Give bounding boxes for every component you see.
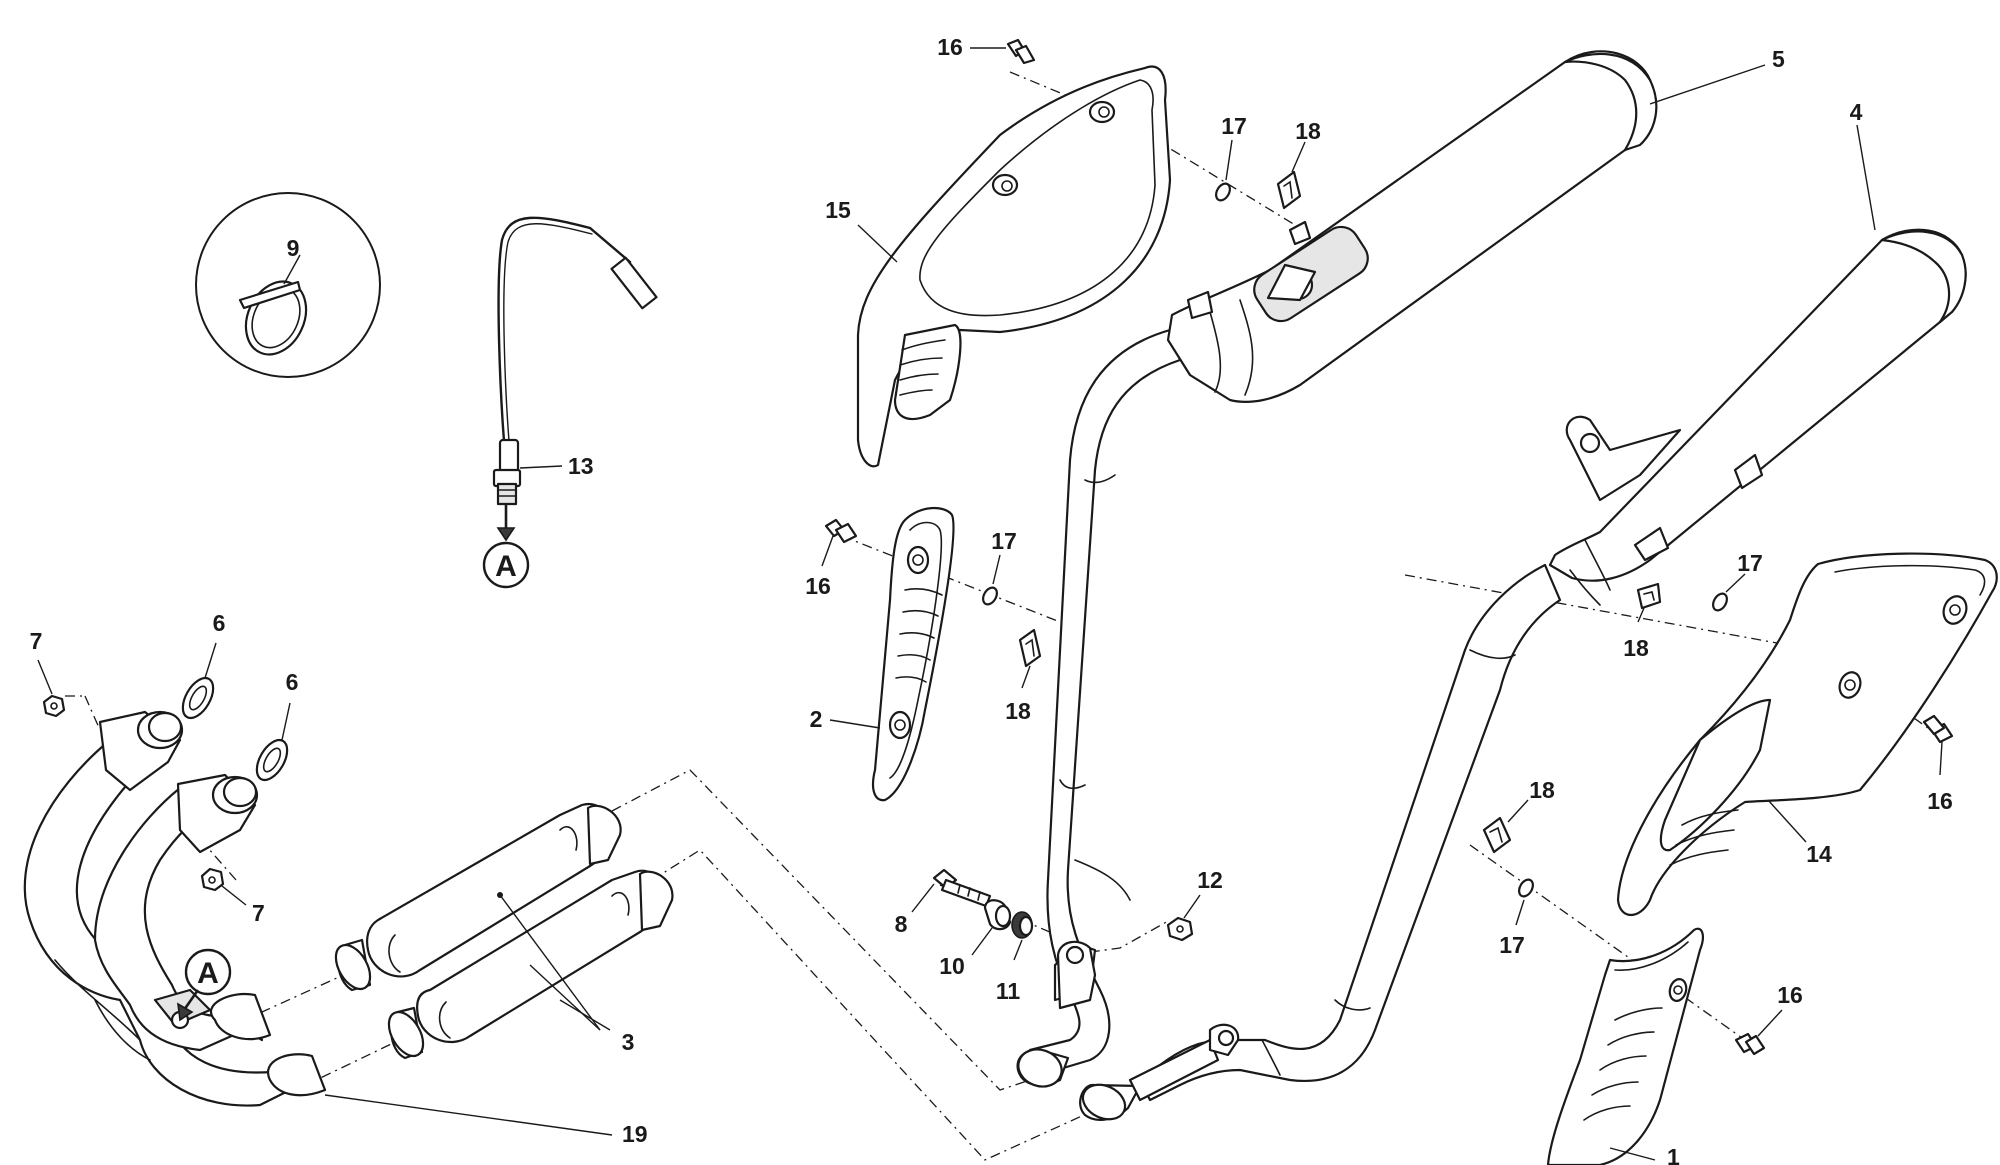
callout-16-c: 16 [1927,788,1953,814]
callout-15: 15 [825,197,851,223]
link-pipe-5 [1028,328,1182,1077]
callout-18-b: 18 [1005,698,1031,724]
callout-6-b: 6 [286,669,299,695]
silencer-4: 4 [1079,99,1967,1121]
mounting-hardware: 8 10 11 12 [895,867,1223,1010]
nut-12 [1166,916,1194,942]
washers: 17 17 17 17 [982,113,1763,958]
gasket-2 [255,738,289,782]
callout-19: 19 [622,1121,648,1147]
callout-6-a: 6 [213,610,226,636]
clips: 18 18 18 18 [1005,118,1662,854]
callout-8: 8 [895,911,908,937]
callout-2: 2 [810,706,823,732]
callout-7-b: 7 [252,900,265,926]
callout-18-d: 18 [1529,777,1555,803]
header-pipe-front [93,786,264,1052]
heat-shield-upper: 15 [825,65,1172,468]
callout-14: 14 [1806,841,1832,867]
reference-label-sensor: A [495,550,517,583]
callout-7-a: 7 [30,628,43,654]
callout-9: 9 [287,235,300,261]
callout-16-a: 16 [937,34,963,60]
nut-1 [42,694,66,718]
callout-11: 11 [996,978,1021,1004]
callout-17-a: 17 [1221,113,1247,139]
lambda-sensor: 13 A [482,216,658,589]
callout-4: 4 [1850,99,1863,125]
callout-16-b: 16 [805,573,831,599]
heat-shield-15 [856,65,1172,468]
header-pipes: 19 A [23,710,648,1147]
clamp-detail: 9 [195,192,381,378]
heat-shield-bottom: 1 [1546,927,1704,1165]
callout-3: 3 [622,1029,635,1055]
callout-18-a: 18 [1295,118,1321,144]
callout-17-d: 17 [1499,932,1525,958]
callout-12: 12 [1197,867,1223,893]
reference-marker-header [184,948,232,996]
nut-2 [200,867,225,892]
clamp-tab [238,280,302,310]
reference-marker-sensor [482,541,530,589]
gasket-1 [181,676,215,720]
heat-shield-14 [1616,552,1998,917]
callout-17-b: 17 [991,528,1017,554]
callout-16-d: 16 [1777,982,1803,1008]
silencer-body-5 [1166,50,1655,403]
callout-13: 13 [568,453,594,479]
heat-shield-middle: 2 [810,507,955,802]
callout-1: 1 [1667,1144,1680,1165]
heat-shield-right: 14 [1616,552,1998,917]
callout-18-c: 18 [1623,635,1649,661]
gaskets-and-nuts: 6 6 7 7 [30,610,299,926]
silencer-body-4 [1548,228,1967,582]
bolts: 16 16 16 16 [805,34,1954,1056]
reference-label-header: A [197,957,219,990]
catalyst-pipes: 3 [334,802,674,1060]
callout-10: 10 [939,953,965,979]
callout-5: 5 [1772,46,1785,72]
callout-17-c: 17 [1737,550,1763,576]
sensor-connector [610,256,658,310]
heat-shield-1 [1546,927,1704,1165]
